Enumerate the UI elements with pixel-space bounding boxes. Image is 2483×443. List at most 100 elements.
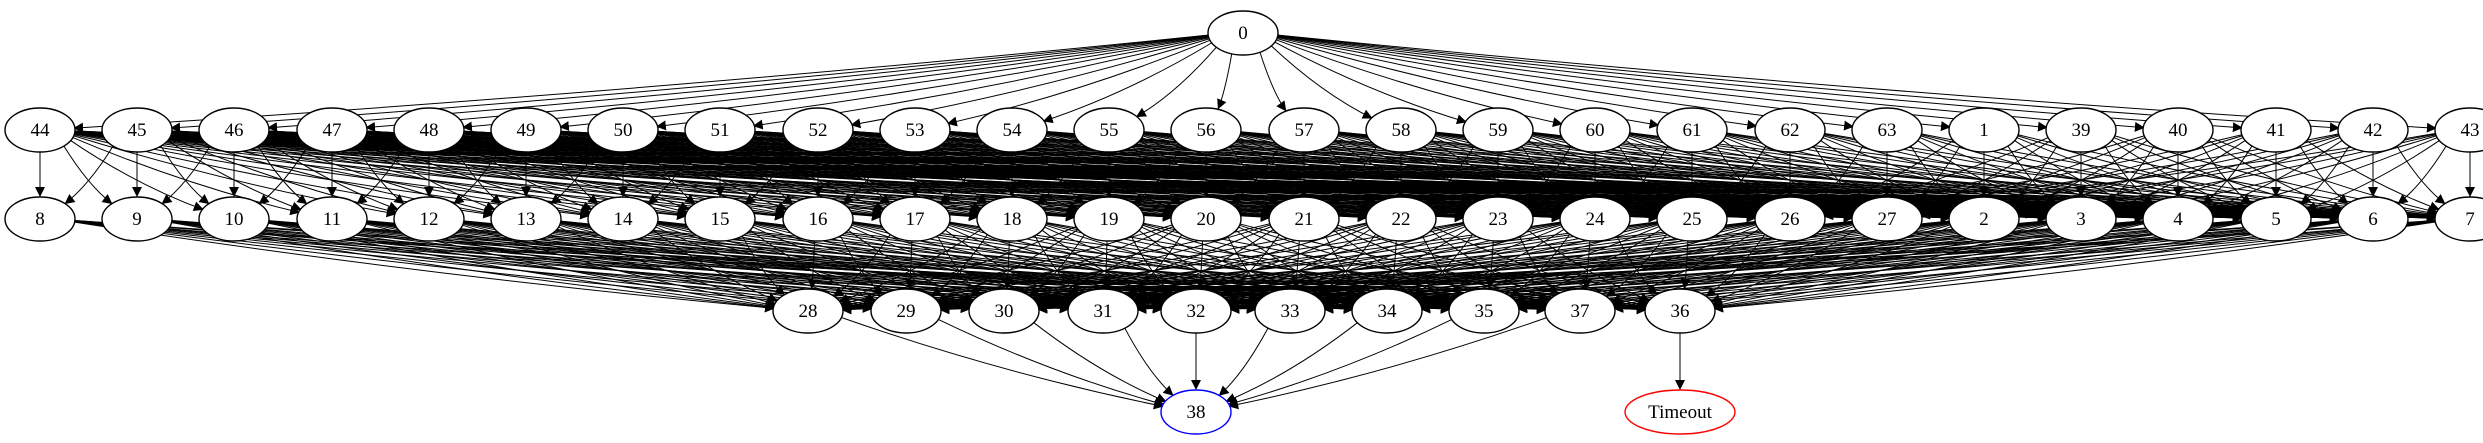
node-19: 19 [1073,196,1145,242]
node-18: 18 [976,196,1048,242]
node-label: 4 [2173,209,2183,230]
node-46: 46 [198,107,270,153]
node-ellipse [1644,288,1716,334]
node-6: 6 [2337,196,2409,242]
edge-30-to-38 [1031,320,1167,403]
node-53: 53 [879,107,951,153]
edge-53-to-18 [937,144,988,205]
node-label: 63 [1878,120,1897,141]
node-label: 56 [1197,120,1216,141]
edge-0-to-57 [1259,51,1287,112]
node-29: 29 [870,288,942,334]
edge-13-to-28 [555,225,777,307]
edge-46-to-11 [256,144,308,205]
edge-7-to-29 [939,219,2439,315]
node-56: 56 [1170,107,1242,153]
node-label: 42 [2364,120,2383,141]
node-ellipse [1656,196,1728,242]
edge-16-to-28 [807,240,818,290]
node-ellipse [879,107,951,153]
edge-46-to-13 [263,135,495,216]
node-label: 29 [897,301,916,322]
node-ellipse [1462,107,1534,153]
node-label: 16 [809,209,828,230]
edge-17-to-28 [832,233,892,298]
node-8: 8 [4,196,76,242]
node-ellipse [782,107,854,153]
node-label: 26 [1781,209,1800,230]
node-10: 10 [198,196,270,242]
node-ellipse [1948,196,2020,242]
node-ellipse [1268,196,1340,242]
node-48: 48 [393,107,465,153]
node-label: 31 [1094,301,1113,322]
node-label: 5 [2271,209,2281,230]
edge-47-to-13 [360,138,496,212]
node-label: 19 [1100,209,1119,230]
node-20: 20 [1170,196,1242,242]
node-21: 21 [1268,196,1340,242]
node-ellipse [879,196,951,242]
edge-57-to-22 [1326,144,1377,205]
edge-49-to-14 [548,144,599,205]
node-ellipse [1544,288,1616,334]
node-label: 61 [1683,120,1702,141]
node-label: 37 [1571,301,1590,322]
edge-40-to-7 [2207,135,2439,216]
node-ellipse [393,196,465,242]
edge-37-to-38 [1228,316,1550,410]
edge-34-to-38 [1225,320,1360,403]
node-label: 15 [711,209,730,230]
edge-59-to-25 [1526,138,1662,212]
node-label: 45 [128,120,147,141]
node-ellipse [684,107,756,153]
node-label: 28 [799,301,818,322]
edge-60-to-25 [1617,144,1668,205]
node-43: 43 [2434,107,2483,153]
edge-45-to-8 [64,144,115,205]
edge-0-to-53 [946,38,1213,127]
node-label: 7 [2465,209,2475,230]
edge-50-to-13 [550,144,601,205]
node-ellipse [1170,107,1242,153]
node-ellipse [1160,389,1232,435]
edge-62-to-25 [1716,144,1768,205]
edge-31-to-38 [1123,326,1174,397]
node-ellipse [2434,107,2483,153]
edge-46-to-12 [262,138,399,212]
edge-61-to-27 [1720,138,1857,212]
node-ellipse [1351,288,1423,334]
node-label: 60 [1586,120,1605,141]
node-label: 22 [1392,209,1411,230]
node-ellipse [1656,107,1728,153]
edge-39-to-26 [1821,135,2052,216]
edge-47-to-10 [258,144,310,205]
node-39: 39 [2045,107,2117,153]
node-ellipse [2337,196,2409,242]
node-ellipse [968,288,1040,334]
node-16: 16 [782,196,854,242]
edge-44-to-9 [62,144,113,205]
node-ellipse [490,196,562,242]
edge-51-to-17 [748,138,885,212]
node-ellipse [1948,107,2020,153]
edge-7-to-37 [1613,220,2439,313]
edge-7-to-36 [1712,221,2439,313]
node-5: 5 [2240,196,2312,242]
edge-6-to-28 [841,219,2342,315]
node-label: 44 [31,120,51,141]
node-34: 34 [1351,288,1423,334]
node-label: 32 [1187,301,1206,322]
node-label: 39 [2072,120,2091,141]
node-60: 60 [1559,107,1631,153]
node-ellipse [870,288,942,334]
node-30: 30 [968,288,1040,334]
node-label: 10 [225,209,244,230]
node-timeout: Timeout [1624,389,1736,435]
node-label: 53 [906,120,925,141]
node-label: 18 [1003,209,1022,230]
node-ellipse [1073,107,1145,153]
edge-48-to-13 [451,144,502,205]
edge-5-to-28 [841,219,2245,315]
node-label: 41 [2267,120,2286,141]
